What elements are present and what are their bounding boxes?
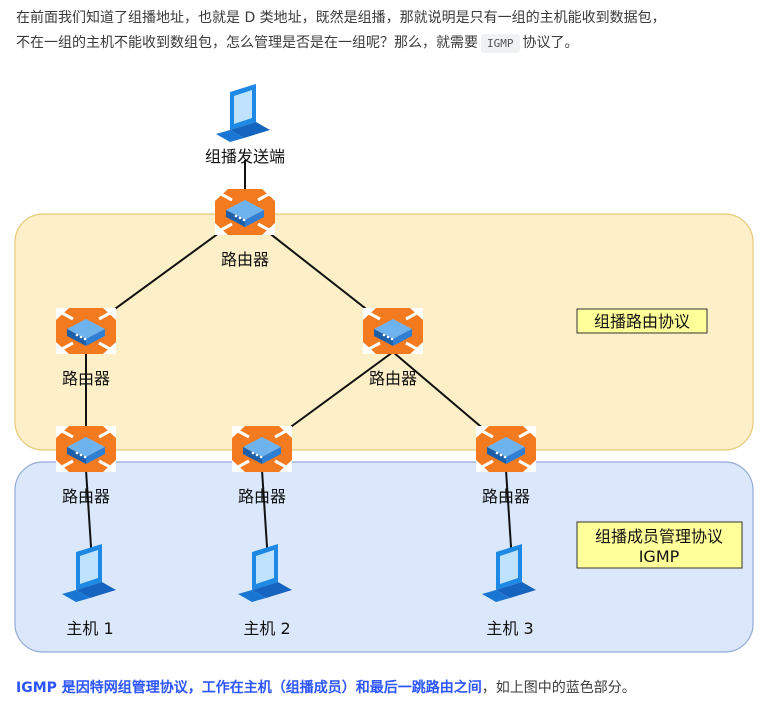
router-icon-edge-1 bbox=[54, 424, 118, 474]
router-icon-edge-3 bbox=[474, 424, 538, 474]
routing-protocol-label: 组播路由协议 bbox=[594, 312, 690, 331]
router-label-top: 路由器 bbox=[221, 250, 269, 269]
routing-protocol-box bbox=[576, 308, 708, 334]
outro-paragraph: IGMP 是因特网组管理协议，工作在主机（组播成员）和最后一跳路由之间，如上图中… bbox=[16, 676, 756, 700]
router-icon-left bbox=[54, 306, 118, 356]
membership-protocol-sub: IGMP bbox=[639, 547, 680, 566]
membership-protocol-label: 组播成员管理协议 bbox=[595, 527, 723, 546]
intro-line-2-text: 不在一组的主机不能收到数组包，怎么管理是否是在一组呢？那么，就需要 bbox=[16, 35, 478, 51]
intro-line-2-tail: 协议了。 bbox=[522, 35, 579, 51]
igmp-code-tag: IGMP bbox=[481, 34, 520, 53]
host-3-label: 主机 3 bbox=[486, 619, 533, 638]
router-label-edge-1: 路由器 bbox=[62, 487, 110, 506]
intro-paragraph: 在前面我们知道了组播地址，也就是 D 类地址，既然是组播，那就说明是只有一组的主… bbox=[16, 6, 756, 56]
host-2-label: 主机 2 bbox=[243, 619, 290, 638]
router-label-middle: 路由器 bbox=[369, 369, 417, 388]
lower-zone-membership bbox=[14, 461, 754, 653]
sender-label: 组播发送端 bbox=[205, 147, 285, 166]
sender-host-icon bbox=[216, 84, 270, 142]
router-label-edge-3: 路由器 bbox=[482, 487, 530, 506]
router-label-left: 路由器 bbox=[62, 369, 110, 388]
host-1-label: 主机 1 bbox=[66, 619, 113, 638]
router-icon-top bbox=[213, 187, 277, 237]
router-label-edge-2: 路由器 bbox=[238, 487, 286, 506]
router-icon-middle bbox=[361, 306, 425, 356]
outro-rest: ，如上图中的蓝色部分。 bbox=[481, 680, 636, 696]
router-icon-edge-2 bbox=[230, 424, 294, 474]
intro-line-1: 在前面我们知道了组播地址，也就是 D 类地址，既然是组播，那就说明是只有一组的主… bbox=[16, 10, 666, 26]
membership-protocol-box bbox=[576, 521, 743, 569]
outro-highlight: IGMP 是因特网组管理协议，工作在主机（组播成员）和最后一跳路由之间 bbox=[16, 680, 482, 696]
